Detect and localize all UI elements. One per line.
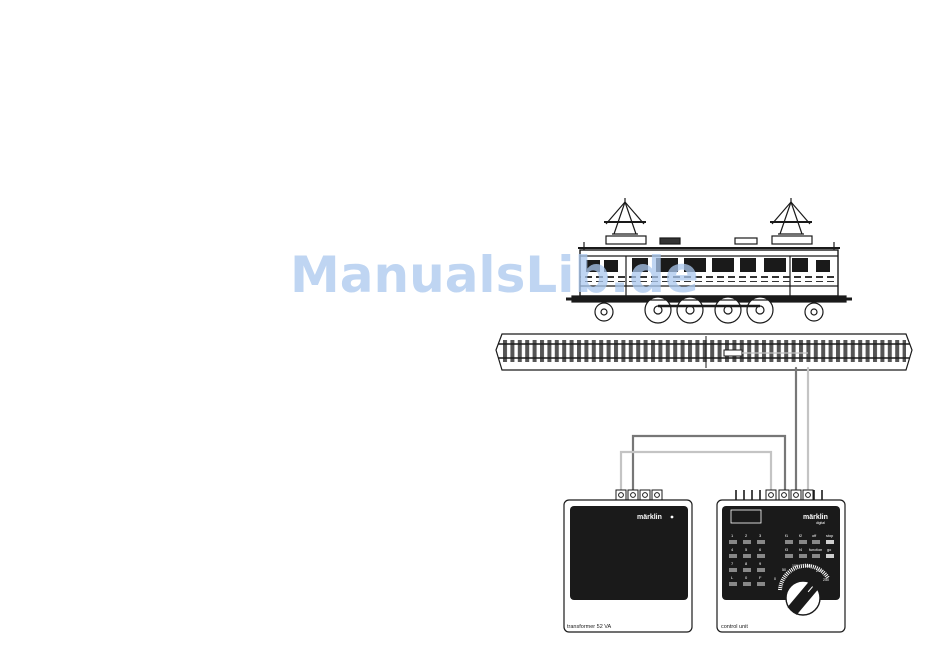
track-connector [724,350,742,356]
transformer-terminals [616,490,662,500]
key-stop[interactable] [826,540,834,544]
key-off[interactable] [812,540,820,544]
key-0[interactable] [743,582,751,586]
dial-tick-label: 50 [782,568,786,572]
key-f4[interactable] [799,554,807,558]
key-function[interactable] [812,554,820,558]
pantograph-right [770,198,812,234]
function-label: f3 [785,548,788,552]
function-label: f4 [799,548,802,552]
transformer: märklin transformer 52 VA [564,490,692,632]
function-label: go [827,548,831,552]
dial-tick-label: 100 [792,564,798,568]
key-9[interactable] [757,568,765,572]
track [496,334,912,370]
key-1[interactable] [729,540,737,544]
key-5[interactable] [743,554,751,558]
key-8[interactable] [743,568,751,572]
key-3[interactable] [757,540,765,544]
transformer-panel [570,506,688,600]
wire-transformer-light [621,452,771,490]
dial-tick-label: 250 [823,578,829,582]
transformer-brand: märklin [637,514,662,521]
key-6[interactable] [757,554,765,558]
wires [621,368,808,490]
key-f2[interactable] [799,540,807,544]
key-f3[interactable] [785,554,793,558]
function-label: stop [826,534,833,538]
key-7[interactable] [729,568,737,572]
key-go[interactable] [826,554,834,558]
dial-tick-label: 0 [774,577,776,581]
control-unit-label: control unit [721,624,748,630]
key-2[interactable] [743,540,751,544]
function-label: function [809,548,822,552]
control-unit-terminals [766,490,813,500]
control-unit: märklin digital 1 2 3 4 5 6 7 8 9 L 0 F [717,490,845,632]
function-label: f1 [785,534,788,538]
power-indicator [671,516,674,519]
key-4[interactable] [729,554,737,558]
wire-transformer-dark [633,436,785,490]
dial-tick-label: 200 [816,569,822,573]
pantograph-left [604,198,646,234]
dial-tick-label: 150 [805,564,811,568]
function-label: f2 [799,534,802,538]
control-unit-brand: märklin [803,514,828,521]
key-f1[interactable] [785,540,793,544]
key-l[interactable] [729,582,737,586]
transformer-label: transformer 52 VA [567,624,612,630]
control-unit-brand-sub: digital [816,521,825,525]
key-f[interactable] [757,582,765,586]
watermark: ManualsLib.de [290,246,699,304]
